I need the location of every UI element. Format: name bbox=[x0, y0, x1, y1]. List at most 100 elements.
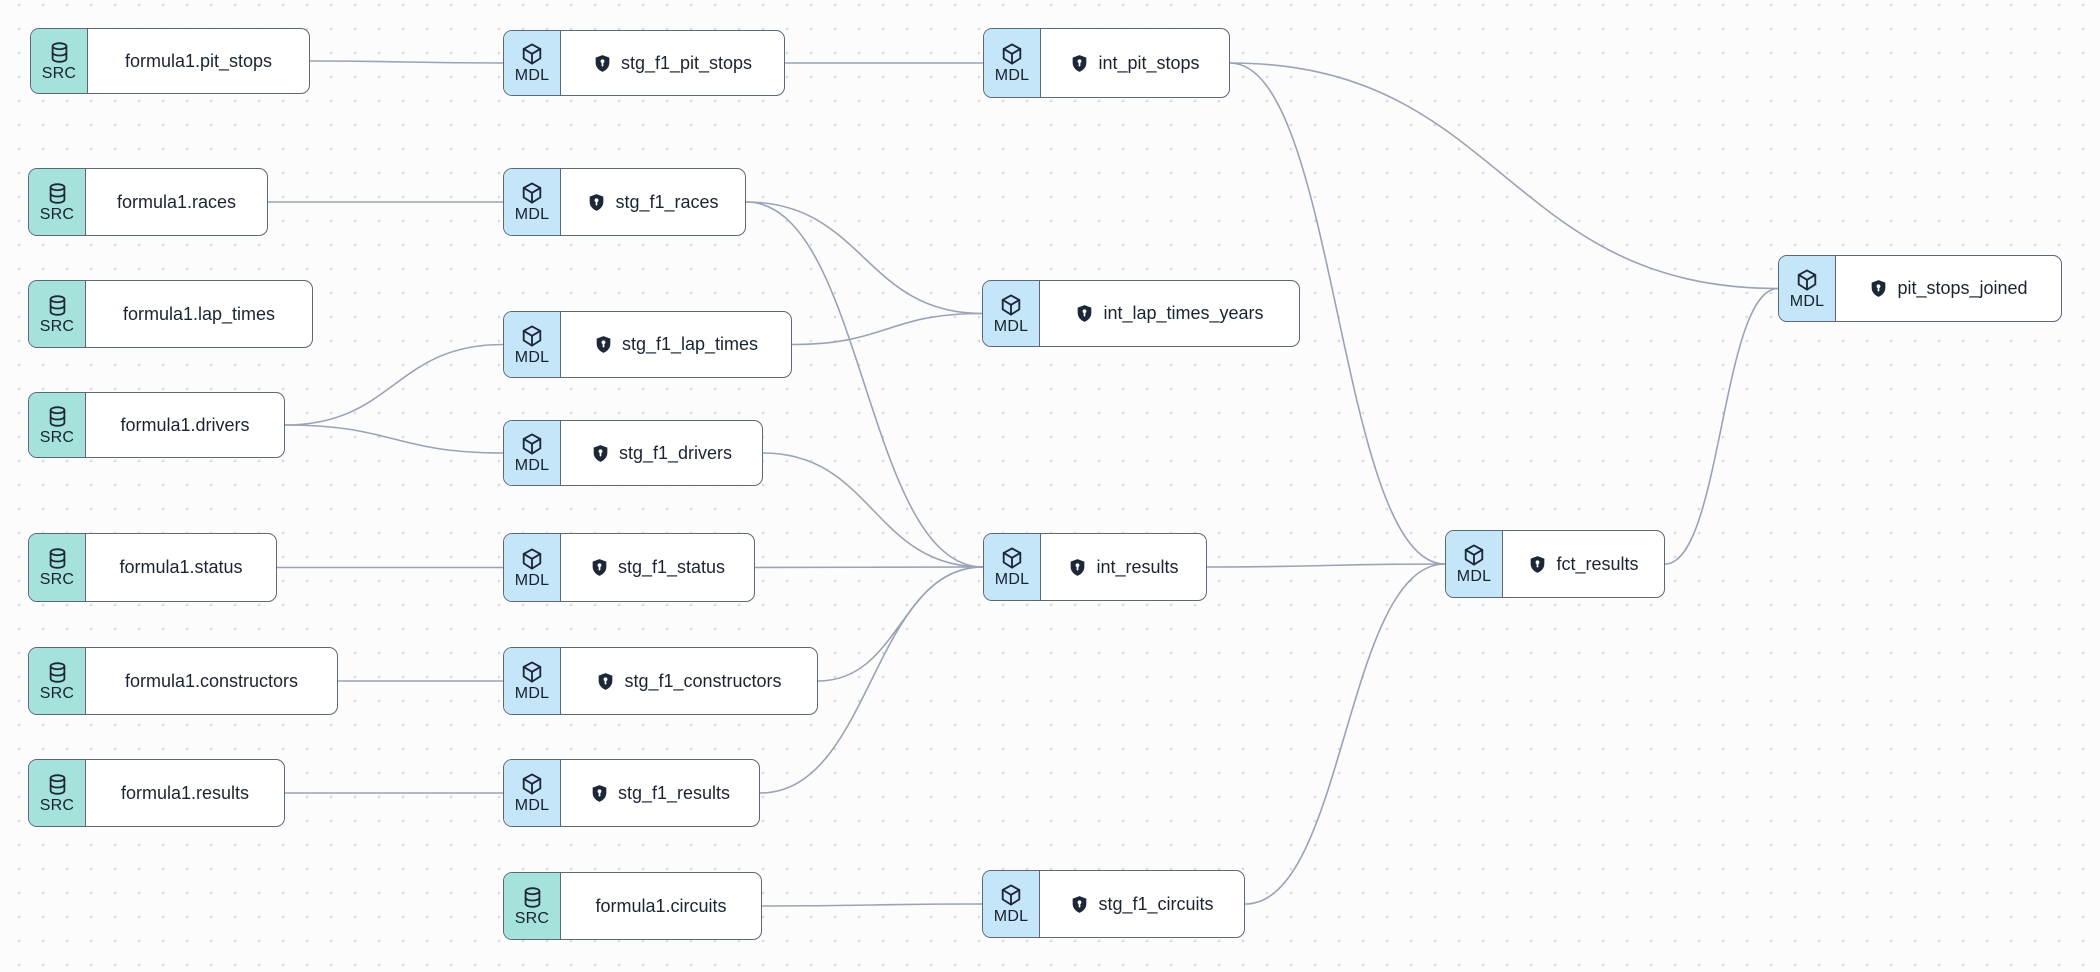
node-label: formula1.results bbox=[120, 782, 250, 803]
cube-icon bbox=[1002, 43, 1022, 65]
lineage-node-stg_f1_races[interactable]: MDL stg_f1_races bbox=[503, 168, 746, 236]
lineage-node-formula1.lap_times[interactable]: SRC formula1.lap_times bbox=[28, 280, 313, 348]
lineage-node-stg_f1_constructors[interactable]: MDL stg_f1_constructors bbox=[503, 647, 818, 715]
edge-fct_results-to-pit_stops_joined bbox=[1664, 287, 1779, 565]
node-type-badge: MDL bbox=[504, 760, 561, 826]
node-type-badge: SRC bbox=[29, 169, 86, 235]
node-body: int_results bbox=[1041, 534, 1206, 600]
shield-lock-icon bbox=[593, 444, 608, 462]
node-body: stg_f1_status bbox=[561, 534, 754, 601]
node-label: int_lap_times_years bbox=[1103, 303, 1264, 323]
cube-icon bbox=[522, 773, 542, 795]
cube-icon bbox=[522, 661, 542, 683]
database-icon bbox=[49, 661, 65, 683]
cube-icon bbox=[522, 547, 542, 570]
database-icon bbox=[524, 886, 540, 908]
node-label: stg_f1_pit_stops bbox=[620, 52, 753, 73]
node-type-label: MDL bbox=[514, 797, 550, 814]
edge-src_pit_stops-to-stg_pit_stops bbox=[309, 60, 504, 64]
edge-src_drivers-to-stg_lap_times bbox=[284, 343, 504, 426]
node-body: formula1.pit_stops bbox=[88, 29, 309, 93]
node-label: stg_f1_drivers bbox=[618, 442, 733, 463]
edge-stg_results-to-int_results bbox=[759, 566, 984, 794]
node-label: int_pit_stops bbox=[1098, 52, 1200, 73]
node-body: formula1.status bbox=[86, 534, 276, 601]
shield-lock-icon bbox=[1872, 280, 1886, 297]
node-body: stg_f1_circuits bbox=[1040, 871, 1244, 937]
edge-src_drivers-to-stg_drivers bbox=[284, 424, 504, 454]
cube-icon bbox=[1001, 293, 1021, 316]
lineage-node-stg_f1_pit_stops[interactable]: MDL stg_f1_pit_stops bbox=[503, 30, 785, 96]
node-type-label: SRC bbox=[41, 64, 77, 82]
shield-lock-icon bbox=[592, 784, 607, 802]
shield-lock-icon bbox=[1531, 555, 1545, 573]
node-type-label: SRC bbox=[39, 205, 75, 223]
node-label: stg_f1_races bbox=[615, 191, 719, 212]
lineage-node-stg_f1_lap_times[interactable]: MDL stg_f1_lap_times bbox=[503, 311, 792, 378]
cube-icon bbox=[1002, 547, 1022, 569]
lineage-node-int_results[interactable]: MDL int_results bbox=[983, 533, 1207, 601]
node-body: formula1.constructors bbox=[86, 648, 337, 714]
node-type-label: MDL bbox=[514, 348, 550, 366]
shield-lock-icon bbox=[1073, 54, 1087, 72]
node-type-badge: SRC bbox=[29, 534, 86, 601]
edge-stg_races-to-int_results bbox=[745, 201, 984, 568]
node-label: stg_f1_lap_times bbox=[621, 334, 759, 354]
node-type-badge: MDL bbox=[504, 648, 561, 714]
node-type-badge: MDL bbox=[1446, 531, 1503, 597]
node-type-badge: MDL bbox=[984, 29, 1041, 97]
lineage-node-int_pit_stops[interactable]: MDL int_pit_stops bbox=[983, 28, 1230, 98]
node-label: formula1.races bbox=[116, 191, 237, 212]
node-type-badge: SRC bbox=[29, 648, 86, 714]
node-label: pit_stops_joined bbox=[1897, 278, 2028, 298]
shield-lock-icon bbox=[599, 672, 613, 690]
node-label: formula1.circuits bbox=[595, 895, 727, 916]
node-label: formula1.lap_times bbox=[122, 303, 276, 324]
database-icon bbox=[49, 294, 65, 316]
node-type-label: SRC bbox=[39, 317, 75, 335]
lineage-node-stg_f1_drivers[interactable]: MDL stg_f1_drivers bbox=[503, 420, 763, 486]
node-type-label: MDL bbox=[994, 67, 1030, 84]
node-type-label: MDL bbox=[514, 67, 550, 84]
node-body: formula1.circuits bbox=[561, 873, 761, 939]
lineage-node-formula1.pit_stops[interactable]: SRC formula1.pit_stops bbox=[30, 28, 310, 94]
node-body: int_pit_stops bbox=[1041, 29, 1229, 97]
lineage-node-int_lap_times_years[interactable]: MDL int_lap_times_years bbox=[982, 280, 1300, 347]
node-type-badge: SRC bbox=[29, 281, 86, 347]
node-label: formula1.status bbox=[119, 557, 243, 577]
node-type-label: MDL bbox=[514, 685, 550, 702]
lineage-node-formula1.races[interactable]: SRC formula1.races bbox=[28, 168, 268, 236]
lineage-node-formula1.circuits[interactable]: SRC formula1.circuits bbox=[503, 872, 762, 940]
lineage-node-formula1.constructors[interactable]: SRC formula1.constructors bbox=[28, 647, 338, 715]
node-body: pit_stops_joined bbox=[1836, 256, 2061, 321]
node-type-badge: MDL bbox=[983, 871, 1040, 937]
node-type-label: MDL bbox=[1789, 292, 1825, 310]
database-icon bbox=[49, 773, 65, 795]
node-type-label: MDL bbox=[514, 571, 550, 589]
lineage-node-formula1.drivers[interactable]: SRC formula1.drivers bbox=[28, 392, 285, 458]
lineage-node-formula1.results[interactable]: SRC formula1.results bbox=[28, 759, 285, 827]
edge-stg_drivers-to-int_results bbox=[762, 452, 984, 568]
node-type-badge: SRC bbox=[29, 393, 86, 457]
cube-icon bbox=[1001, 884, 1021, 906]
lineage-node-stg_f1_circuits[interactable]: MDL stg_f1_circuits bbox=[982, 870, 1245, 938]
node-label: stg_f1_circuits bbox=[1098, 893, 1214, 914]
node-type-label: SRC bbox=[39, 684, 75, 702]
node-body: fct_results bbox=[1503, 531, 1664, 597]
edge-int_results-to-fct_results bbox=[1206, 563, 1446, 568]
lineage-node-fct_results[interactable]: MDL fct_results bbox=[1445, 530, 1665, 598]
node-type-badge: MDL bbox=[504, 421, 561, 485]
database-icon bbox=[49, 182, 65, 204]
lineage-node-formula1.status[interactable]: SRC formula1.status bbox=[28, 533, 277, 602]
node-type-badge: MDL bbox=[504, 312, 561, 377]
database-icon bbox=[49, 548, 65, 569]
node-body: int_lap_times_years bbox=[1040, 281, 1299, 346]
lineage-node-stg_f1_results[interactable]: MDL stg_f1_results bbox=[503, 759, 760, 827]
edge-stg_lap_times-to-int_lap_times_years bbox=[791, 312, 983, 346]
node-label: fct_results bbox=[1556, 553, 1639, 574]
node-type-badge: SRC bbox=[29, 760, 86, 826]
lineage-node-pit_stops_joined[interactable]: MDL pit_stops_joined bbox=[1778, 255, 2062, 322]
node-type-label: SRC bbox=[514, 909, 550, 927]
lineage-node-stg_f1_status[interactable]: MDL stg_f1_status bbox=[503, 533, 755, 602]
